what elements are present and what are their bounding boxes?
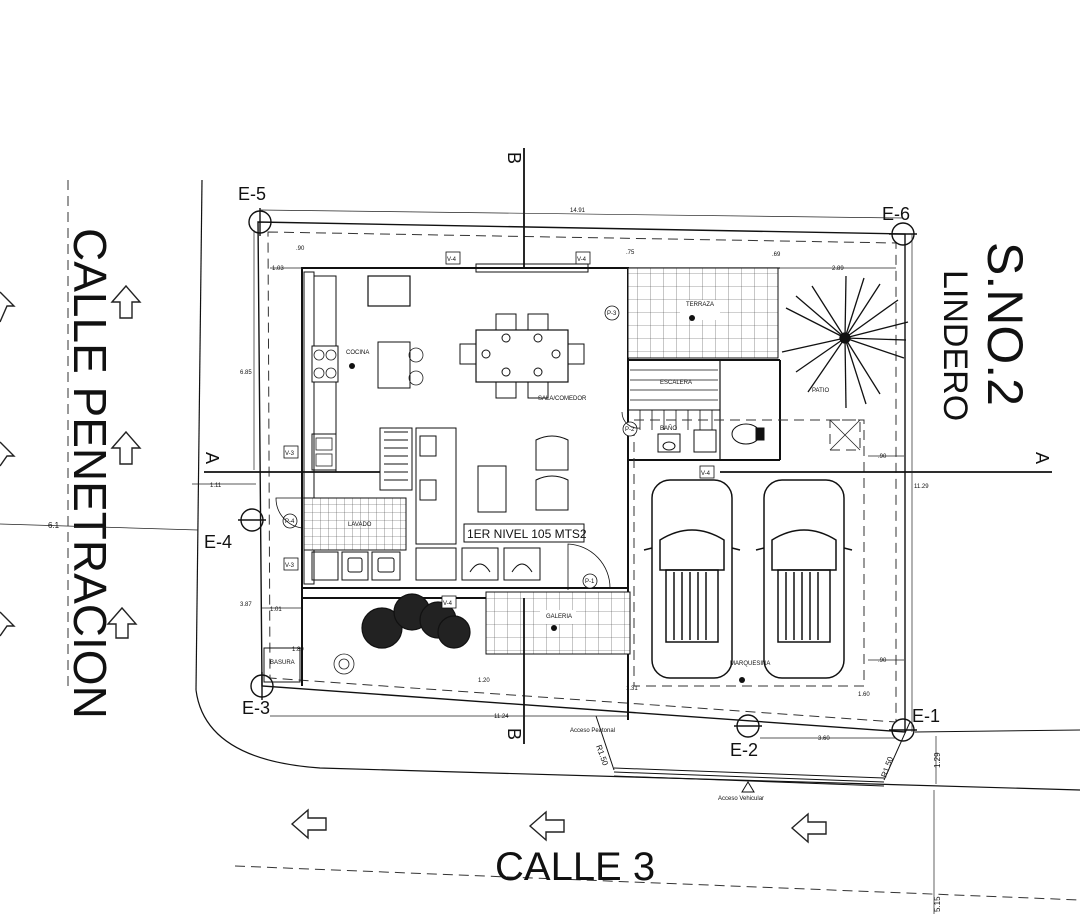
dimension-lines bbox=[0, 209, 937, 914]
arrow-up-icon bbox=[110, 430, 142, 465]
level-label: 1ER NIVEL 105 MTS2 bbox=[467, 527, 587, 541]
dim-11-29: 11.29 bbox=[914, 484, 929, 490]
vehicle-access-label: Acceso Vehicular bbox=[718, 796, 764, 802]
access-ramp bbox=[595, 715, 911, 793]
dim-3-60: 3.60 bbox=[818, 736, 830, 742]
point-e5: E-5 bbox=[238, 184, 266, 204]
tag-v4-top-left: V-4 bbox=[447, 257, 457, 263]
tag-v4-top-right: V-4 bbox=[577, 257, 587, 263]
dining-table bbox=[459, 313, 585, 399]
patio-area bbox=[731, 419, 861, 451]
tag-p3: P-3 bbox=[607, 311, 617, 317]
living-furniture bbox=[379, 427, 569, 581]
arrow-up-icon bbox=[110, 284, 142, 319]
point-e3: E-3 bbox=[242, 698, 270, 718]
room-sala-comedor: SALA/COMEDOR bbox=[538, 396, 587, 402]
dim-1-20: 1.20 bbox=[478, 678, 490, 684]
tag-p1: P-1 bbox=[585, 579, 595, 585]
dim-1-89: 1.89 bbox=[292, 647, 304, 653]
palm-tree-icon bbox=[781, 275, 909, 409]
street-bottom-label: CALLE 3 bbox=[495, 845, 655, 889]
section-b-top: B bbox=[504, 152, 524, 164]
point-e2: E-2 bbox=[730, 740, 758, 760]
neighbor-boundary-label: LINDERO bbox=[936, 270, 974, 421]
pedestrian-access-label: Acceso Peatonal bbox=[570, 728, 615, 734]
arrow-left-icon bbox=[790, 812, 827, 844]
stair bbox=[630, 369, 718, 430]
point-e1: E-1 bbox=[912, 706, 940, 726]
tag-v3-lower: V-3 bbox=[285, 563, 295, 569]
door-swings bbox=[275, 411, 641, 590]
car-right-icon bbox=[755, 479, 853, 679]
kitchen: COCINA bbox=[311, 275, 424, 473]
dim-14-91: 14.91 bbox=[570, 208, 586, 214]
control-point-markers bbox=[238, 208, 917, 742]
room-marquesina: MARQUESINA bbox=[730, 661, 770, 667]
tag-p4: P-4 bbox=[285, 519, 295, 525]
street-left-label: CALLE PENETRACION bbox=[64, 228, 116, 719]
dim-3-87: 3.87 bbox=[240, 602, 252, 608]
section-a-left: A bbox=[202, 452, 222, 464]
point-e6: E-6 bbox=[882, 204, 910, 224]
access-triangle-icon bbox=[741, 781, 755, 793]
tag-p2: P-2 bbox=[625, 427, 635, 433]
flow-arrows-bottom bbox=[290, 808, 827, 844]
room-patio: PATIO bbox=[812, 388, 829, 394]
room-basura: BASURA bbox=[270, 660, 295, 666]
street-left-lines bbox=[67, 179, 1080, 901]
arrow-left-icon bbox=[528, 810, 565, 842]
room-bano: BAÑO bbox=[660, 425, 677, 432]
dim-1-11: 1.11 bbox=[210, 483, 222, 489]
dim-0-90-right-upper: .90 bbox=[878, 454, 887, 460]
section-b-bottom: B bbox=[504, 728, 524, 740]
shrub-icon bbox=[361, 593, 471, 649]
bathroom bbox=[657, 429, 717, 453]
arrow-up-icon bbox=[106, 606, 138, 639]
dim-1-31: 1.31 bbox=[626, 686, 638, 692]
room-galeria: GALERIA bbox=[546, 614, 572, 620]
arrow-left-icon bbox=[290, 808, 327, 840]
dim-1-01: 1.01 bbox=[270, 607, 282, 613]
room-lavado: LAVADO bbox=[348, 522, 372, 528]
dim-6-85: 6.85 bbox=[240, 370, 252, 376]
laundry-appliances bbox=[311, 551, 401, 581]
tag-v4-gallery: V-4 bbox=[443, 601, 453, 607]
car-left-icon bbox=[643, 479, 741, 679]
dim-0-90-right-lower: .90 bbox=[878, 658, 887, 664]
dim-0-90-top: .90 bbox=[296, 246, 305, 252]
room-terraza: TERRAZA bbox=[686, 302, 714, 308]
room-escalera: ESCALERA bbox=[660, 380, 692, 386]
tag-v4-bath: V-4 bbox=[701, 471, 711, 477]
flow-arrows-left bbox=[0, 284, 142, 639]
dim-0-75: .75 bbox=[626, 250, 635, 256]
radius-right-label: R1.50 bbox=[879, 755, 895, 779]
neighbor-lot-label: S.NO.2 bbox=[977, 242, 1033, 406]
dim-2-89: 2.89 bbox=[832, 266, 844, 272]
dim-1-60: 1.60 bbox=[858, 692, 870, 698]
point-e4: E-4 bbox=[204, 532, 232, 552]
room-cocina: COCINA bbox=[346, 350, 369, 356]
dim-1-03: 1.03 bbox=[272, 266, 284, 272]
dim-5-15: 5.15 bbox=[933, 896, 942, 912]
dim-0-69: .69 bbox=[772, 252, 781, 258]
opening-tags bbox=[282, 305, 715, 609]
tag-v3-upper: V-3 bbox=[285, 451, 295, 457]
dim-1-29: 1.29 bbox=[933, 752, 942, 768]
radius-left-label: R1.50 bbox=[594, 744, 610, 768]
dim-11-24: 11.24 bbox=[494, 714, 509, 720]
section-a-right: A bbox=[1032, 452, 1052, 464]
dim-6-1: 6.1 bbox=[48, 521, 60, 530]
